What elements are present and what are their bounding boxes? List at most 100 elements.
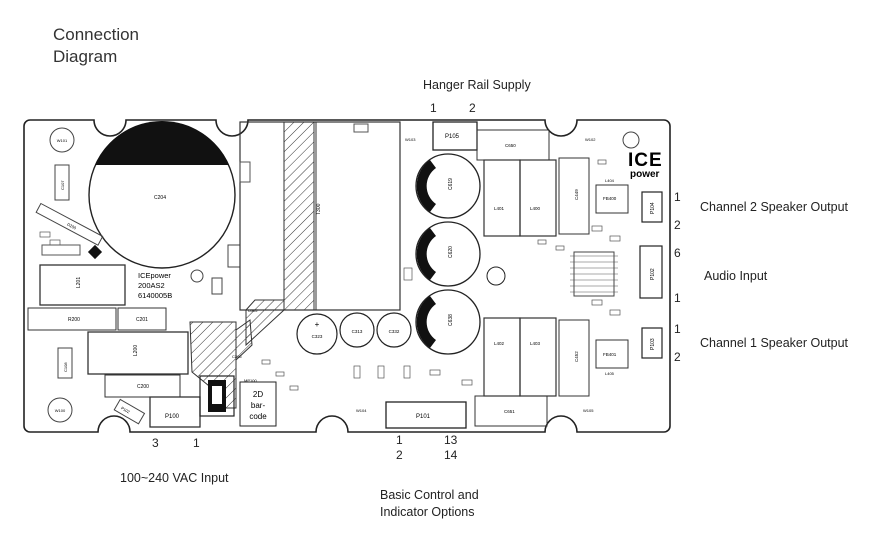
diagram-title-line2: Diagram — [53, 47, 118, 66]
svg-text:C449: C449 — [574, 189, 579, 200]
svg-text:FB400: FB400 — [603, 196, 617, 201]
svg-text:C620: C620 — [448, 246, 454, 258]
component-c107 — [54, 164, 70, 201]
svg-text:L402: L402 — [494, 341, 505, 346]
model-line-3: 6140005B — [138, 291, 172, 300]
mounting-hole-w101: W101 — [49, 127, 75, 153]
capacitor-c323: C323 + — [296, 313, 338, 355]
svg-text:power: power — [630, 169, 660, 180]
mounting-hole-right — [622, 131, 640, 149]
svg-text:C107: C107 — [60, 180, 65, 190]
component-c452: C452 — [558, 319, 590, 397]
audio-pin-6: 6 — [674, 246, 681, 260]
inductor-l200: L200 — [87, 331, 189, 375]
component-c651: C651 — [474, 395, 548, 427]
hanger-pin-2: 2 — [469, 101, 476, 115]
ferrite-fb400: FB400 — [595, 184, 629, 214]
capacitor-c313: C313 — [339, 312, 375, 348]
fuse-block — [199, 375, 235, 417]
audio-pin-1: 1 — [674, 291, 681, 305]
svg-text:L403: L403 — [530, 341, 541, 346]
svg-text:W101: W101 — [57, 138, 68, 143]
barcode-area: 2D bar- code — [239, 381, 277, 427]
diode-d200: D200 — [35, 202, 104, 246]
svg-text:+: + — [315, 320, 320, 329]
svg-text:P104: P104 — [650, 202, 656, 214]
ac-pin-1: 1 — [193, 436, 200, 450]
svg-text:L201: L201 — [76, 277, 82, 288]
mounting-hole-w100: W100 — [47, 397, 73, 423]
svg-text:2D: 2D — [253, 390, 263, 399]
svg-text:W103: W103 — [405, 137, 416, 142]
svg-text:C201: C201 — [136, 317, 148, 323]
svg-text:C200: C200 — [137, 384, 149, 390]
svg-text:P103: P103 — [650, 338, 656, 350]
svg-text:W100: W100 — [55, 408, 66, 413]
svg-text:C651: C651 — [504, 409, 515, 414]
channel-2-speaker-output-label: Channel 2 Speaker Output — [700, 200, 849, 214]
svg-text:C323: C323 — [312, 334, 323, 339]
ch2-pin-1: 1 — [674, 190, 681, 204]
hanger-pin-1: 1 — [430, 101, 437, 115]
basic-control-label-line1: Basic Control and — [380, 488, 479, 502]
svg-text:P100: P100 — [165, 414, 180, 420]
svg-text:C206: C206 — [232, 354, 242, 359]
inductor-l400: L400 — [519, 159, 557, 237]
svg-text:P102: P102 — [120, 405, 131, 414]
transformer-t300: T300 — [315, 121, 401, 311]
p101-pin-1: 1 — [396, 433, 403, 447]
ch2-pin-2: 2 — [674, 218, 681, 232]
ch1-pin-2: 2 — [674, 350, 681, 364]
basic-control-label-line2: Indicator Options — [380, 505, 475, 519]
svg-text:W102: W102 — [585, 137, 596, 142]
ch1-pin-1: 1 — [674, 322, 681, 336]
diagram-title-line1: Connection — [53, 25, 140, 44]
svg-text:C204: C204 — [154, 195, 166, 201]
ferrite-fb401: FB401 — [595, 339, 629, 369]
p101-pin-14: 14 — [444, 448, 458, 462]
svg-text:C638: C638 — [448, 314, 454, 326]
svg-text:W105: W105 — [583, 408, 594, 413]
connector-p102: P102 — [639, 245, 663, 299]
component-c200: C200 — [104, 374, 181, 398]
audio-input-label: Audio Input — [704, 269, 768, 283]
svg-text:bar-: bar- — [251, 401, 266, 410]
ac-input-label: 100~240 VAC Input — [120, 471, 229, 485]
capacitor-c620: C620 — [415, 221, 481, 287]
connector-p103: P103 — [641, 327, 663, 359]
model-line-1: ICEpower — [138, 271, 171, 280]
connector-p104: P104 — [641, 191, 663, 223]
svg-text:FB401: FB401 — [603, 352, 617, 357]
svg-text:T300: T300 — [316, 203, 322, 215]
ac-pin-3: 3 — [152, 436, 159, 450]
svg-text:L400: L400 — [530, 206, 541, 211]
svg-text:R200: R200 — [68, 317, 80, 323]
svg-text:P101: P101 — [416, 414, 431, 420]
svg-text:U302: U302 — [248, 308, 258, 313]
svg-text:L401: L401 — [494, 206, 505, 211]
icepower-logo: ICE power — [628, 150, 662, 180]
svg-text:C108: C108 — [63, 362, 68, 372]
svg-text:MP100: MP100 — [244, 378, 257, 383]
svg-text:code: code — [249, 412, 267, 421]
capacitor-c204: C204 — [88, 120, 236, 269]
svg-text:C332: C332 — [389, 329, 400, 334]
component-r200: R200 — [27, 307, 117, 331]
connector-p101: P101 — [385, 401, 467, 429]
svg-text:W104: W104 — [356, 408, 367, 413]
model-line-2: 200AS2 — [138, 281, 165, 290]
svg-text:C650: C650 — [505, 143, 516, 148]
capacitor-c619: C619 — [415, 153, 481, 219]
svg-text:D200: D200 — [66, 222, 77, 231]
svg-text:L405: L405 — [605, 371, 615, 376]
component-c201: C201 — [117, 307, 167, 331]
capacitor-c638: C638 — [415, 289, 481, 355]
svg-text:P102: P102 — [650, 268, 656, 280]
svg-text:C619: C619 — [448, 178, 454, 190]
svg-text:L404: L404 — [605, 178, 615, 183]
component-c108: C108 — [57, 347, 73, 379]
capacitor-c332: C332 — [376, 312, 412, 348]
p101-pin-2: 2 — [396, 448, 403, 462]
svg-text:P105: P105 — [445, 134, 460, 140]
